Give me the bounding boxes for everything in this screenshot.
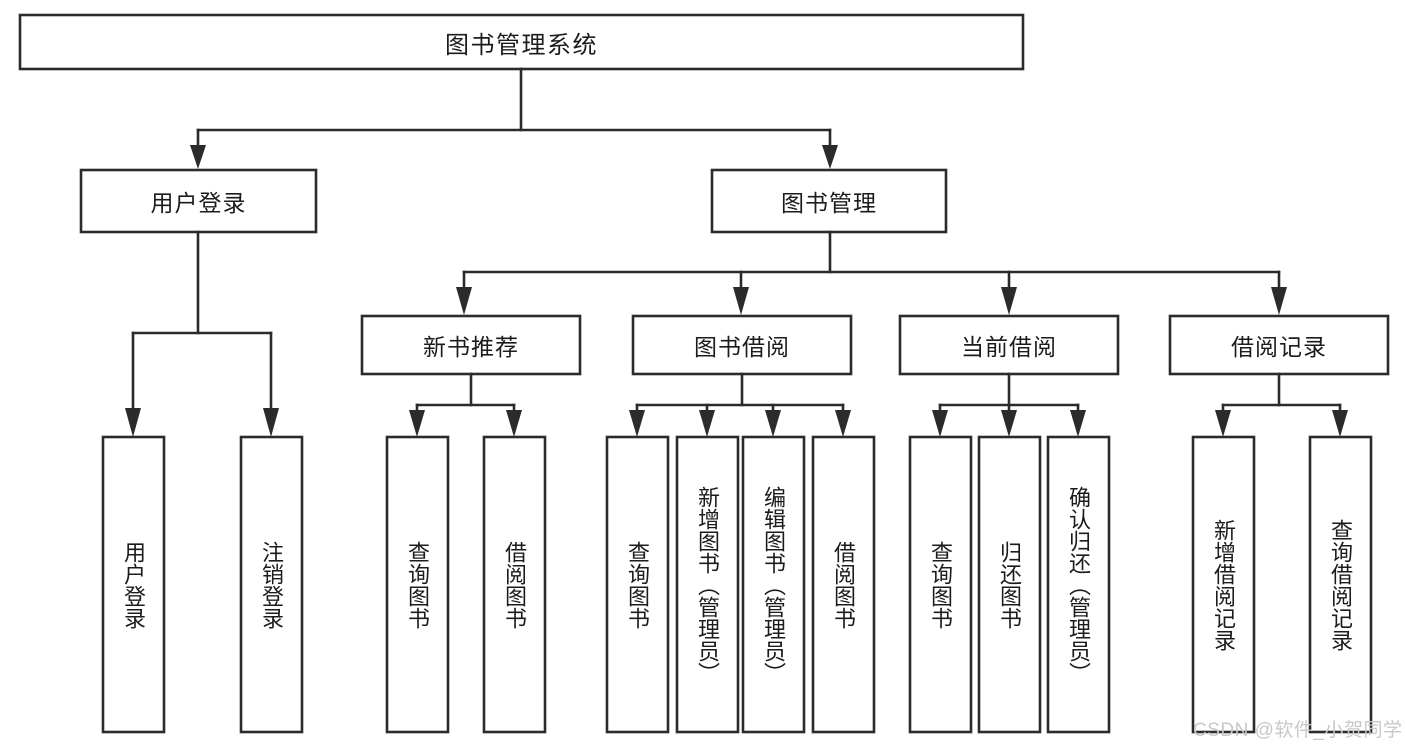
node-leaf-box-borrow-2[interactable] <box>741 435 806 734</box>
node-leaf-box-recommend-0[interactable] <box>385 435 450 734</box>
arrow-head-borrow-2 <box>699 410 715 437</box>
node-borrow-record-box[interactable] <box>1168 314 1390 376</box>
node-new-book-recommend-box[interactable] <box>360 314 582 376</box>
node-root-box[interactable] <box>18 13 1025 71</box>
arrow-head-borrow-3 <box>765 410 781 437</box>
arrow-head-level2-2 <box>822 145 838 169</box>
arrow-head-current-1 <box>932 410 948 437</box>
arrow-head-current-3 <box>1070 410 1086 437</box>
node-leaf-box-record-0[interactable] <box>1191 435 1256 734</box>
node-leaf-box-current-2[interactable] <box>1046 435 1111 734</box>
node-leaf-box-user-login-1[interactable] <box>239 435 304 734</box>
node-leaf-box-current-0[interactable] <box>908 435 973 734</box>
node-current-borrow-box[interactable] <box>898 314 1120 376</box>
node-book-manage-box[interactable] <box>710 168 948 234</box>
node-leaf-box-recommend-1[interactable] <box>482 435 547 734</box>
node-leaf-box-user-login-0[interactable] <box>101 435 166 734</box>
arrow-head-recommend-2 <box>506 410 522 437</box>
node-leaf-box-borrow-1[interactable] <box>675 435 740 734</box>
arrow-head-level3-3 <box>1001 287 1017 315</box>
node-book-borrow-box[interactable] <box>631 314 853 376</box>
node-leaf-box-record-1[interactable] <box>1308 435 1373 734</box>
arrow-head-level2-1 <box>190 145 206 169</box>
arrow-head-user-login-2 <box>263 408 279 437</box>
arrow-head-level3-1 <box>456 287 472 315</box>
arrow-head-borrow-1 <box>629 410 645 437</box>
arrow-head-user-login-1 <box>125 408 141 437</box>
arrow-head-current-2 <box>1001 410 1017 437</box>
node-user-login-box[interactable] <box>79 168 318 234</box>
arrow-head-record-2 <box>1332 410 1348 437</box>
arrow-head-level3-4 <box>1271 287 1287 315</box>
node-leaf-box-borrow-0[interactable] <box>605 435 670 734</box>
arrow-head-borrow-4 <box>835 410 851 437</box>
node-leaf-box-current-1[interactable] <box>977 435 1042 734</box>
arrow-head-record-1 <box>1215 410 1231 437</box>
arrow-head-recommend-1 <box>409 410 425 437</box>
node-leaf-box-borrow-3[interactable] <box>811 435 876 734</box>
arrow-head-level3-2 <box>733 287 749 315</box>
